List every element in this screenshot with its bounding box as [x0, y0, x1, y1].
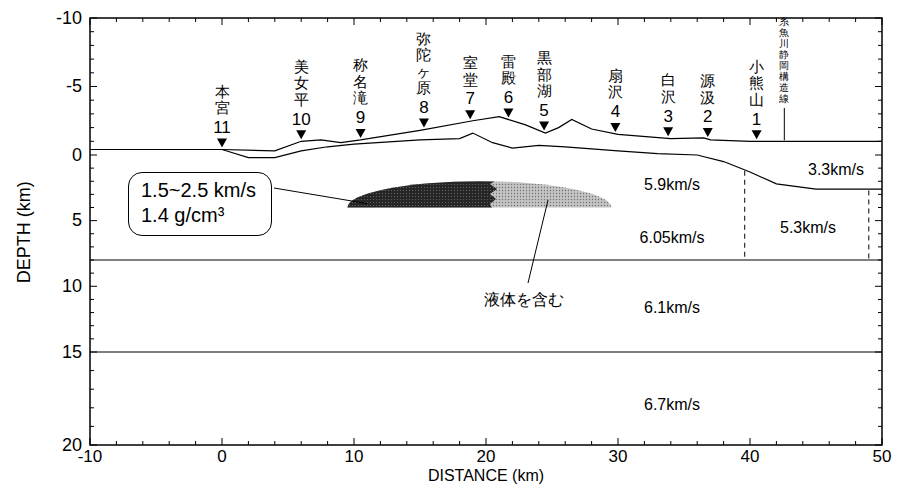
property-box: 1.5~2.5 km/s1.4 g/cm³	[128, 172, 272, 236]
tick-label: 0	[72, 145, 82, 166]
velocity-label: 5.9km/s	[644, 176, 700, 194]
station-name: 白沢	[661, 72, 676, 105]
station-number: 1	[752, 110, 761, 130]
station-number: 4	[611, 102, 620, 122]
tick-label: -10	[56, 8, 82, 29]
velocity-label: 6.7km/s	[644, 396, 700, 414]
station-name: 本宮	[215, 84, 230, 117]
axis-title: DISTANCE (km)	[428, 467, 544, 485]
tick-label: 50	[873, 447, 892, 467]
station-number: 5	[539, 101, 548, 121]
station-number: 7	[465, 89, 474, 109]
velocity-label: 6.05km/s	[640, 229, 705, 247]
tick-label: 15	[62, 342, 82, 363]
leader-line	[274, 188, 367, 204]
tick-label: 0	[217, 447, 226, 467]
velocity-label: 6.1km/s	[644, 299, 700, 317]
fault-marker	[784, 108, 785, 140]
property-text: 1.4 g/cm³	[141, 203, 259, 228]
station-markers	[217, 109, 762, 148]
callout-label: 液体を含む	[484, 291, 564, 309]
velocity-label: 5.3km/s	[780, 219, 836, 237]
station-name: 称名滝	[353, 57, 368, 107]
station-number: 11	[213, 118, 231, 138]
dashed-boundaries	[745, 171, 869, 260]
leader-line	[528, 200, 548, 283]
station-number: 10	[292, 110, 311, 130]
tick-label: 40	[741, 447, 760, 467]
velocity-label: 3.3km/s	[808, 161, 864, 179]
station-number: 2	[703, 107, 712, 127]
station-name: 小熊山	[749, 59, 764, 109]
station-name: 美女平	[294, 59, 309, 109]
tick-label: 10	[345, 447, 364, 467]
tick-label: 20	[477, 447, 496, 467]
axis-title: DEPTH (km)	[14, 181, 35, 283]
station-number: 8	[419, 98, 428, 118]
axis-ticks	[90, 18, 882, 445]
magma-body	[347, 181, 611, 207]
tick-label: -10	[78, 447, 103, 467]
station-name: 室堂	[463, 55, 478, 88]
station-name: 源汲	[700, 73, 715, 106]
plot-frame	[90, 18, 882, 445]
topography-line	[90, 117, 882, 151]
station-number: 6	[504, 88, 513, 108]
station-name: 弥陀ヶ原	[416, 31, 431, 97]
tick-label: 30	[609, 447, 628, 467]
fault-label: 糸魚川静岡構造線	[779, 16, 789, 104]
tick-label: -5	[66, 76, 82, 97]
station-name: 黒部湖	[537, 50, 552, 100]
station-name: 扇沢	[608, 68, 623, 101]
station-number: 3	[663, 107, 672, 127]
tick-label: 10	[62, 276, 82, 297]
station-number: 9	[356, 108, 365, 128]
station-name: 雷殿	[501, 54, 516, 87]
property-text: 1.5~2.5 km/s	[141, 178, 259, 203]
tick-label: 5	[72, 210, 82, 231]
layer-boundaries	[90, 260, 882, 352]
